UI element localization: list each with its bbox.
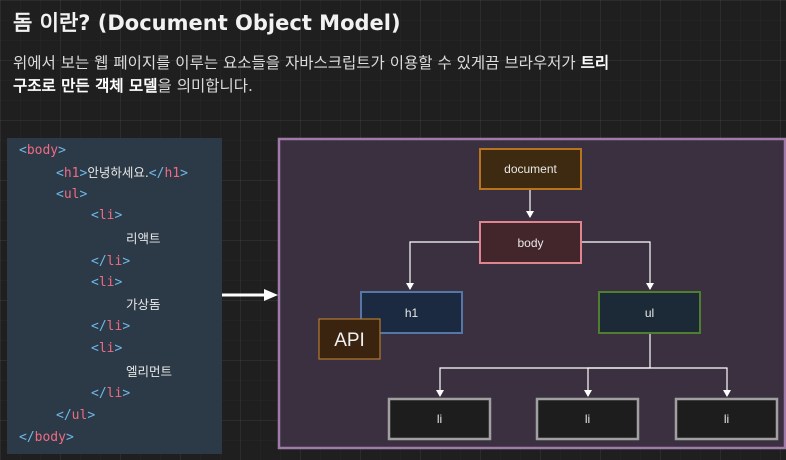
connector-body-ul: [581, 241, 654, 290]
code-line-li-close-1: </li>: [91, 254, 131, 269]
node-h1-label: h1: [405, 306, 419, 320]
code-line-ul-open: <ul>: [56, 187, 88, 202]
code-line-body-open: <body>: [19, 143, 66, 158]
node-ul: ul: [598, 291, 701, 334]
code-line-li-close-3: </li>: [91, 386, 131, 401]
code-line-item-3: 엘리먼트: [126, 364, 173, 379]
connector-ul-li3: [650, 367, 731, 397]
node-li-1: li: [387, 397, 492, 441]
tree-connectors: [406, 189, 731, 397]
node-li-2-label: li: [585, 412, 590, 426]
node-li-3: li: [674, 397, 779, 441]
node-body-label: body: [517, 236, 543, 250]
page-description: 위에서 보는 웹 페이지를 이루는 요소들을 자바스크립트가 이용할 수 있게끔…: [13, 52, 773, 98]
api-badge: API: [318, 318, 381, 360]
html-code-panel: <body> <h1>안녕하세요.</h1> <ul> <li> 리액트 </l…: [7, 138, 222, 454]
code-line-li-open-1: <li>: [91, 208, 123, 223]
code-to-tree-arrow: [222, 289, 278, 301]
node-li-2: li: [535, 397, 640, 441]
description-text: 위에서 보는 웹 페이지를 이루는 요소들을 자바스크립트가 이용할 수 있게끔…: [13, 54, 581, 72]
node-document: document: [479, 148, 582, 190]
node-body: body: [479, 221, 582, 264]
node-ul-label: ul: [645, 306, 654, 320]
connector-ul-li2: [584, 367, 650, 397]
node-li-3-label: li: [724, 412, 729, 426]
api-badge-label: API: [334, 330, 365, 351]
code-line-li-open-2: <li>: [91, 275, 123, 290]
node-li-1-label: li: [437, 412, 442, 426]
description-suffix: 을 의미합니다.: [157, 77, 253, 95]
connector-ul-li1: [436, 333, 651, 397]
code-line-item-2: 가상돔: [126, 297, 161, 312]
description-bold-tree: 트리: [580, 54, 610, 72]
description-bold-model: 구조로 만든 객체 모델: [13, 77, 158, 95]
page-title: 돔 이란? (Document Object Model): [13, 11, 401, 35]
code-line-li-close-2: </li>: [91, 319, 131, 334]
code-line-li-open-3: <li>: [91, 341, 123, 356]
code-line-ul-close: </ul>: [56, 408, 96, 423]
connector-body-h1: [406, 241, 480, 290]
code-line-h1: <h1>안녕하세요.</h1>: [56, 165, 188, 181]
node-document-label: document: [504, 162, 557, 176]
code-line-body-close: </body>: [19, 430, 74, 445]
code-line-item-1: 리액트: [126, 231, 161, 246]
